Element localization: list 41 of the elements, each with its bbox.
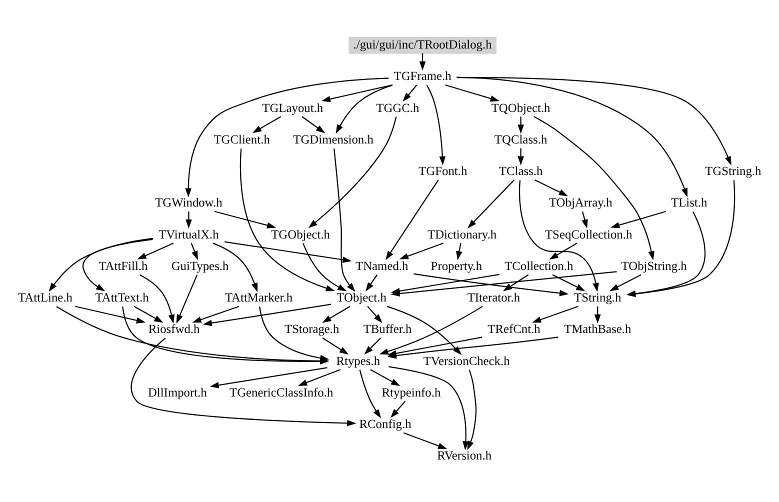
node-text: TRefCnt.h: [488, 322, 540, 336]
node-text: DllImport.h: [148, 385, 207, 400]
node-text: TQObject.h: [491, 100, 550, 115]
node-text: TStorage.h: [284, 322, 340, 336]
node-text: GuiTypes.h: [171, 258, 229, 273]
node-text: Riosfwd.h: [148, 322, 200, 336]
node-text: TGWindow.h: [155, 196, 222, 210]
node-text: TDictionary.h: [428, 227, 497, 242]
node-text: Property.h: [430, 258, 482, 273]
node-text: TVirtualX.h: [158, 227, 219, 242]
node-text: TQClass.h: [494, 132, 548, 146]
node-text: TObject.h: [336, 290, 386, 305]
node-text: TBuffer.h: [363, 322, 412, 336]
node-text: RVersion.h: [437, 448, 492, 463]
node-text: TList.h: [671, 196, 708, 210]
node-text: TSeqCollection.h: [544, 227, 632, 242]
node-text: TMathBase.h: [564, 322, 632, 336]
node-text: TClass.h: [498, 164, 543, 178]
node-text: TObjString.h: [621, 258, 687, 273]
node-text: TGenericClassInfo.h: [229, 385, 334, 400]
node-text: TObjArray.h: [548, 196, 612, 210]
node-text: TString.h: [574, 290, 622, 305]
node-text: TCollection.h: [504, 258, 574, 273]
node-text: TAttText.h: [95, 290, 149, 305]
node-text: TAttLine.h: [18, 290, 73, 305]
node-text: TVersionCheck.h: [423, 354, 510, 368]
node-text: TGDimension.h: [293, 132, 374, 146]
node-text: TGLayout.h: [262, 100, 324, 115]
node-text: TGFont.h: [418, 164, 468, 178]
node-text: TAttMarker.h: [224, 290, 293, 305]
node-text: TGFrame.h: [394, 69, 452, 84]
node-text: TAttFill.h: [98, 258, 148, 273]
node-text: Rtypeinfo.h: [382, 385, 441, 400]
node-text: TGGC.h: [376, 100, 420, 115]
node-text: TGString.h: [705, 164, 762, 178]
node-text: TGClient.h: [214, 132, 270, 146]
node-text: Rtypes.h: [336, 354, 380, 368]
node-text: RConfig.h: [359, 417, 412, 432]
node-text: TNamed.h: [356, 258, 408, 273]
node-text: TGObject.h: [271, 227, 330, 242]
node-text: TIterator.h: [467, 290, 520, 305]
